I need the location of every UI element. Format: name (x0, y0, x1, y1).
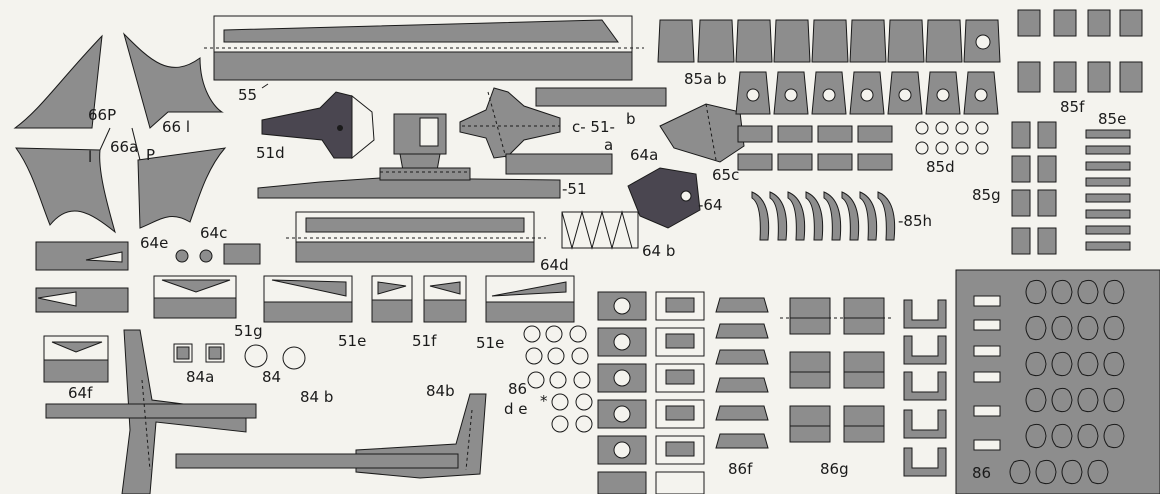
label-86g: 86g (820, 460, 849, 478)
label-66l: 66 l (162, 118, 190, 136)
part-85f (1017, 9, 1143, 93)
label-55: 55 (238, 86, 257, 104)
part-65c (737, 125, 893, 171)
part-84a (173, 343, 225, 363)
part-51-turret (393, 113, 447, 177)
label-64: -64 (698, 196, 723, 214)
label-66p: 66P (88, 106, 116, 124)
label-star: * (540, 392, 548, 410)
part-86-panel (955, 269, 1160, 494)
part-51-abc (459, 87, 667, 175)
label-84b-right: 84b (426, 382, 455, 400)
label-51e-right: 51e (476, 334, 504, 352)
part-55 (204, 15, 644, 89)
part-86de (523, 325, 593, 433)
part-84 (244, 344, 306, 370)
label-84: 84 (262, 368, 281, 386)
label-51d: 51d (256, 144, 285, 162)
label-p: P (146, 146, 155, 164)
label-85g: 85g (972, 186, 1001, 204)
part-64d (286, 211, 546, 263)
label-51f: 51f (412, 332, 437, 350)
label-64b: 64 b (642, 242, 675, 260)
label-a: a (604, 136, 613, 154)
label-64e: 64e (140, 234, 168, 252)
label-51: -51 (562, 180, 587, 198)
label-85f: 85f (1060, 98, 1085, 116)
part-64e (35, 241, 129, 313)
part-86g (780, 297, 894, 443)
label-c51: c- 51- (572, 118, 615, 136)
part-64b (561, 210, 639, 250)
part-64 (627, 167, 701, 229)
label-86-panel: 86 (972, 464, 991, 482)
part-84b-left (45, 329, 257, 494)
label-84a: 84a (186, 368, 214, 386)
label-85d: 85d (926, 158, 955, 176)
part-u-brackets (903, 299, 947, 477)
part-64f (43, 335, 109, 383)
part-64a (659, 103, 745, 163)
part-85d (915, 121, 989, 155)
part-51e-left (263, 275, 353, 323)
label-66a: 66a (110, 138, 138, 156)
label-64f: 64f (68, 384, 93, 402)
label-51g: 51g (234, 322, 263, 340)
part-84b-right (175, 393, 487, 479)
part-64c (175, 243, 261, 265)
label-84b-left: 84 b (300, 388, 333, 406)
label-86de: d e (504, 400, 528, 418)
part-85a-top-row (657, 19, 1001, 63)
part-51e-right (485, 275, 575, 323)
part-51-long (257, 167, 561, 199)
label-65c: 65c (712, 166, 739, 184)
label-l: l (88, 148, 92, 166)
part-51d (261, 91, 375, 160)
label-85h: -85h (898, 212, 932, 230)
label-51e-left: 51e (338, 332, 366, 350)
label-b: b (626, 110, 636, 128)
label-64c: 64c (200, 224, 227, 242)
part-86-column (597, 291, 705, 494)
label-86f: 86f (728, 460, 753, 478)
part-85h (751, 191, 896, 241)
part-86f (715, 297, 769, 449)
label-86: 86 (508, 380, 527, 398)
label-64a: 64a (630, 146, 658, 164)
part-85g (1011, 121, 1057, 255)
part-85e (1085, 129, 1131, 251)
label-64d: 64d (540, 256, 569, 274)
label-85e: 85e (1098, 110, 1126, 128)
part-85b-row (735, 71, 999, 115)
part-66-wings (13, 32, 227, 234)
part-51f (371, 275, 467, 323)
part-51g (153, 275, 237, 319)
label-85ab: 85a b (684, 70, 727, 88)
